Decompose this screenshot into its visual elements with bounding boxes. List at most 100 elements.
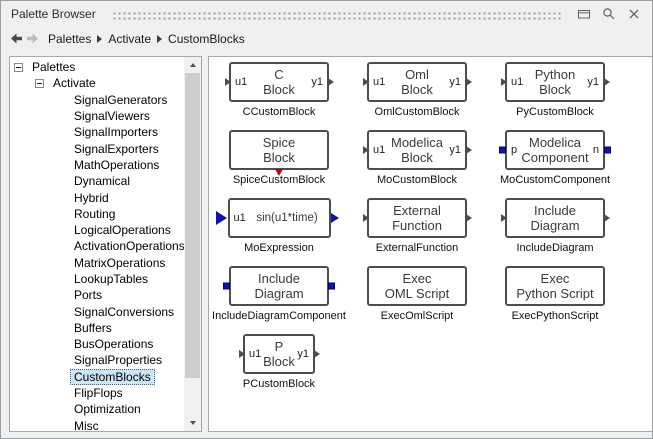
block-caption: PCustomBlock: [242, 378, 316, 390]
tree-item-ActivationOperations[interactable]: ActivationOperations: [10, 238, 184, 254]
arrow-port-icon: [239, 350, 245, 358]
square-port-icon: [328, 282, 335, 290]
tree-item-label[interactable]: BusOperations: [74, 337, 154, 352]
search-icon[interactable]: [600, 6, 617, 23]
tree-item-SignalExporters[interactable]: SignalExporters: [10, 140, 184, 156]
breadcrumb-separator-icon: [157, 34, 163, 43]
tree-scrollbar-thumb[interactable]: [185, 73, 200, 378]
tree-item-label[interactable]: Hybrid: [74, 190, 109, 205]
tree-item-label[interactable]: FlipFlops: [74, 386, 123, 401]
tree-item-label[interactable]: Routing: [74, 206, 116, 221]
tree-item-SignalGenerators[interactable]: SignalGenerators: [10, 92, 184, 108]
tree-item-label[interactable]: Dynamical: [74, 174, 131, 189]
tree-item-Hybrid[interactable]: Hybrid: [10, 189, 184, 205]
tree-item-label[interactable]: SignalViewers: [74, 109, 150, 124]
tree-item-Optimization[interactable]: Optimization: [10, 401, 184, 417]
tree-item-label[interactable]: SignalImporters: [74, 125, 159, 140]
tree-item-SignalConversions[interactable]: SignalConversions: [10, 303, 184, 319]
block-text: Oml Block: [401, 67, 433, 97]
tree-item-label[interactable]: MatrixOperations: [74, 255, 166, 270]
nav-forward-icon[interactable]: [25, 32, 39, 45]
tree-item-label[interactable]: Optimization: [74, 402, 141, 417]
block-IncludeDiagramComponent[interactable]: Include Diagram: [223, 266, 335, 306]
block-SpiceCustomBlock[interactable]: Spice Block: [229, 130, 329, 176]
tree-item-Palettes[interactable]: Palettes: [10, 59, 184, 75]
breadcrumb-item-CustomBlocks[interactable]: CustomBlocks: [168, 31, 245, 46]
drag-handle-dots[interactable]: [111, 10, 563, 21]
block-caption: SpiceCustomBlock: [232, 174, 326, 186]
tree-item-LogicalOperations[interactable]: LogicalOperations: [10, 222, 184, 238]
tree-item-Ports[interactable]: Ports: [10, 287, 184, 303]
block-ExecPythonScript[interactable]: Exec Python Script: [505, 266, 605, 306]
tree-item-SignalViewers[interactable]: SignalViewers: [10, 108, 184, 124]
tree-item-BusOperations[interactable]: BusOperations: [10, 336, 184, 352]
tree-item-Misc[interactable]: Misc: [10, 418, 184, 431]
breadcrumb: Palettes Activate CustomBlocks: [45, 32, 248, 46]
breadcrumb-item-Palettes[interactable]: Palettes: [48, 31, 92, 46]
tree-item-SignalImporters[interactable]: SignalImporters: [10, 124, 184, 140]
block-text: Exec OML Script: [384, 271, 450, 301]
titlebar-buttons: [575, 6, 642, 23]
tree-item-Dynamical[interactable]: Dynamical: [10, 173, 184, 189]
arrow-port-icon: [466, 214, 472, 222]
tree-item-label[interactable]: SignalConversions: [74, 304, 175, 319]
block-caption: ExecPythonScript: [511, 310, 599, 322]
block-ExecOmlScript[interactable]: Exec OML Script: [367, 266, 467, 306]
tree-item-SignalProperties[interactable]: SignalProperties: [10, 352, 184, 368]
collapse-expander-icon[interactable]: [35, 78, 44, 88]
tree-item-label[interactable]: LookupTables: [74, 272, 149, 286]
tree-item-label[interactable]: SignalExporters: [74, 141, 159, 156]
block-caption: CCustomBlock: [242, 106, 316, 118]
tree-item-label[interactable]: Buffers: [74, 320, 112, 335]
titlebar: Palette Browser: [1, 1, 652, 27]
tree-item-MatrixOperations[interactable]: MatrixOperations: [10, 255, 184, 271]
arrow-port-icon: [225, 78, 231, 86]
port-label: u1: [235, 76, 248, 88]
tree-item-Routing[interactable]: Routing: [10, 206, 184, 222]
block-text: Modelica Component: [521, 135, 589, 165]
tree-item-label[interactable]: ActivationOperations: [74, 239, 184, 254]
tree-item-label[interactable]: SignalGenerators: [74, 92, 168, 107]
block-caption: ExecOmlScript: [380, 310, 454, 322]
tree-item-label[interactable]: Activate: [53, 76, 96, 91]
tree-item-LookupTables[interactable]: LookupTables: [10, 271, 184, 287]
arrow-port-icon: [466, 78, 472, 86]
breadcrumb-item-Activate[interactable]: Activate: [108, 31, 152, 46]
port-label: y1: [587, 76, 599, 88]
tree-item-MathOperations[interactable]: MathOperations: [10, 157, 184, 173]
tree-item-label[interactable]: MathOperations: [74, 157, 160, 172]
tree-item-label[interactable]: CustomBlocks: [70, 368, 155, 385]
tree-item-label[interactable]: Palettes: [32, 60, 76, 75]
tree-item-label[interactable]: Ports: [74, 288, 103, 303]
block-caption: IncludeDiagramComponent: [212, 310, 346, 322]
tree-item-Buffers[interactable]: Buffers: [10, 320, 184, 336]
block-MoExpression[interactable]: sin(u1*time)u1: [215, 198, 339, 238]
block-IncludeDiagram[interactable]: Include Diagram: [501, 198, 610, 238]
float-window-icon[interactable]: [575, 6, 592, 23]
nav-back-icon[interactable]: [9, 32, 23, 45]
scroll-up-icon[interactable]: [184, 57, 201, 73]
collapse-expander-icon[interactable]: [14, 62, 23, 72]
tree-item-CustomBlocks[interactable]: CustomBlocks: [10, 368, 184, 385]
tree-item-label[interactable]: Misc: [74, 418, 99, 431]
block-ExternalFunction[interactable]: External Function: [363, 198, 472, 238]
scroll-down-icon[interactable]: [184, 415, 201, 431]
tree-item-label[interactable]: LogicalOperations: [74, 223, 171, 238]
tree-item-label[interactable]: SignalProperties: [74, 353, 163, 368]
tree-scrollbar[interactable]: [184, 57, 201, 431]
arrow-port-icon: [466, 146, 472, 154]
tree-item-Activate[interactable]: Activate: [10, 75, 184, 91]
block-text: Python Block: [534, 67, 576, 97]
close-icon[interactable]: [625, 6, 642, 23]
tree-item-FlipFlops[interactable]: FlipFlops: [10, 385, 184, 401]
